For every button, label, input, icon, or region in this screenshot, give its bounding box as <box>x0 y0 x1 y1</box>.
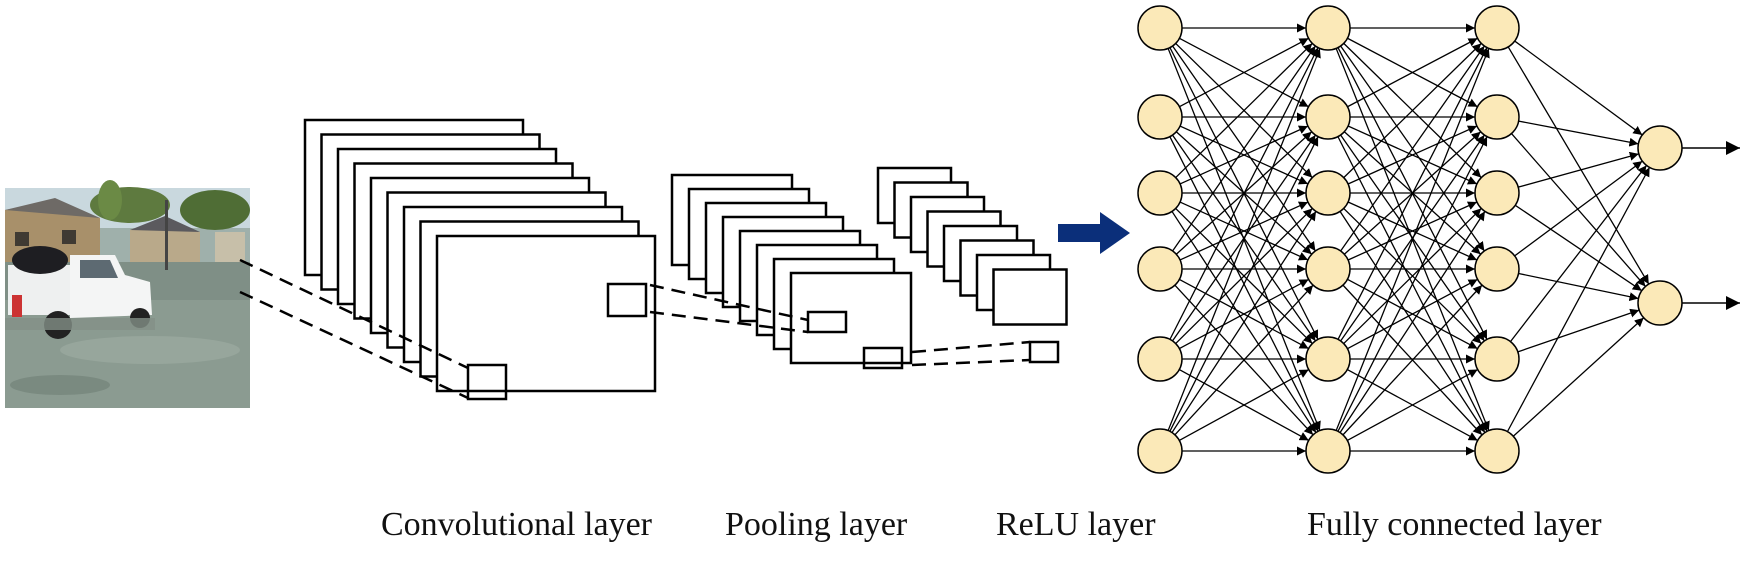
input-image <box>5 180 250 408</box>
connection-edge <box>1179 37 1309 108</box>
connection-edge <box>1347 125 1478 185</box>
connection-edge <box>1518 120 1639 147</box>
connection-edge <box>1506 167 1651 432</box>
neuron-node <box>1305 5 1351 51</box>
pooling-layer-label: Pooling layer <box>725 506 908 543</box>
connection-edge <box>1509 165 1648 342</box>
connection-edge <box>1517 308 1640 353</box>
connection-edge <box>1167 48 1321 431</box>
connection-edge <box>1175 208 1313 344</box>
connection-edge <box>1169 136 1319 432</box>
connection-edge <box>1175 42 1313 179</box>
neuron-node <box>1137 246 1183 292</box>
connection-edge <box>1512 317 1645 437</box>
output-arrows <box>1682 141 1740 310</box>
connection-edge <box>1347 201 1478 261</box>
connection-edge <box>1518 151 1639 188</box>
connection-edge <box>1347 278 1478 350</box>
connection-edge <box>1335 48 1490 431</box>
neuron-node <box>1137 5 1183 51</box>
connection-edge <box>1179 278 1309 350</box>
pooling-feature-maps <box>670 173 913 365</box>
connection-edge <box>1171 211 1317 433</box>
connection-edge <box>1514 204 1643 292</box>
neuron-node <box>1474 5 1520 51</box>
relu-feature-map <box>992 268 1068 326</box>
connection-edge <box>1178 368 1310 442</box>
fully-connected-layer-label: Fully connected layer <box>1307 506 1602 543</box>
connection-edge <box>1347 368 1478 442</box>
neuron-node <box>1305 246 1351 292</box>
connection-edge <box>1179 125 1309 185</box>
fully-connected-edges <box>1167 23 1651 456</box>
neuron-node <box>1305 336 1351 382</box>
connection-edge <box>1507 46 1650 285</box>
connection-edge <box>1343 42 1482 179</box>
neuron-node <box>1305 94 1351 140</box>
connection-edge <box>1179 201 1309 261</box>
neuron-node <box>1474 428 1520 474</box>
connection-edge <box>1511 133 1646 287</box>
neuron-node <box>1474 170 1520 216</box>
neuron-node <box>1137 336 1183 382</box>
connection-edge <box>1337 136 1488 432</box>
neuron-node <box>1137 170 1183 216</box>
relu-layer-label: ReLU layer <box>996 506 1156 543</box>
connection-edge <box>1340 45 1485 252</box>
focus-boxes <box>466 282 1060 401</box>
connection-edge <box>1343 207 1482 345</box>
neuron-node <box>1474 246 1520 292</box>
connection-edge <box>1342 284 1483 436</box>
neuron-node <box>1305 170 1351 216</box>
receptive-field-lines <box>239 258 1031 400</box>
connection-edge <box>1347 37 1478 108</box>
connection-edge <box>1169 47 1319 340</box>
neuron-node <box>1637 125 1683 171</box>
neuron-node <box>1305 428 1351 474</box>
connection-edge <box>1339 211 1486 433</box>
convolutional-layer-label: Convolutional layer <box>381 506 653 543</box>
connection-edge <box>1514 160 1643 257</box>
convolutional-feature-maps <box>303 118 657 393</box>
neuron-node <box>1637 280 1683 326</box>
connection-edge <box>1518 272 1639 302</box>
connection-edge <box>1172 45 1316 252</box>
connection-edge <box>1174 284 1314 436</box>
connection-edge <box>1514 40 1643 136</box>
neuron-node <box>1474 336 1520 382</box>
transition-arrow <box>1058 212 1130 254</box>
neuron-node <box>1137 94 1183 140</box>
neuron-node <box>1474 94 1520 140</box>
fully-connected-nodes <box>1137 5 1683 474</box>
neuron-node <box>1137 428 1183 474</box>
conv-feature-map <box>435 234 657 393</box>
connection-edge <box>1337 47 1488 340</box>
relu-feature-maps <box>876 166 1068 326</box>
